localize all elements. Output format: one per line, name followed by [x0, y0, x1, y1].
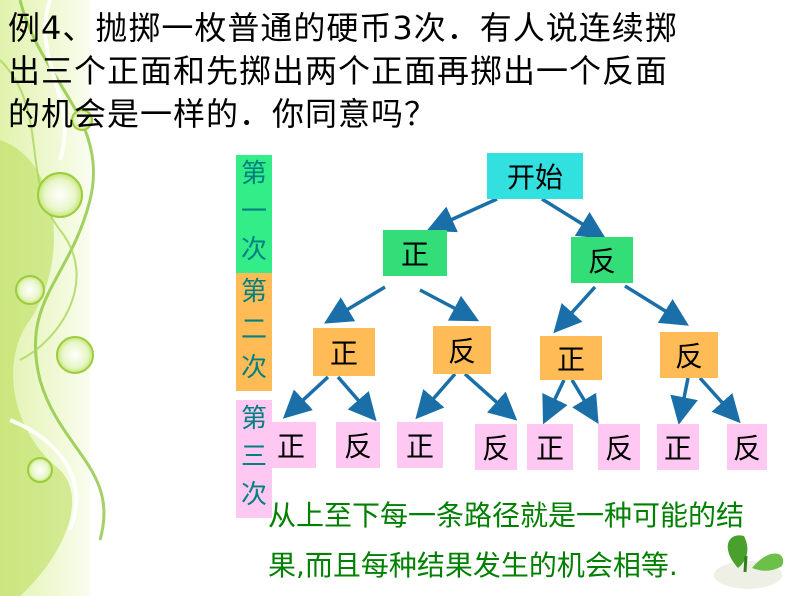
title-line-2: 出三个正面和先掷出两个正面再掷出一个反面: [8, 52, 669, 90]
tree-level2-node: 正: [540, 336, 602, 380]
conclusion-line-1: 从上至下每一条路径就是一种可能的结: [268, 499, 745, 532]
plant-decoration-icon: [714, 535, 784, 589]
level-label-second: 第 二 次: [236, 273, 272, 391]
level-label-char: 次: [240, 480, 267, 510]
tree-level1-tails: 反: [571, 237, 633, 283]
level-label-char: 第: [240, 159, 267, 189]
tree-level2-node: 反: [433, 326, 491, 374]
conclusion-line-2: 果,而且每种结果发生的机会相等.: [268, 549, 678, 582]
tree-level3-node: 正: [266, 422, 316, 468]
tree-level3-node: 反: [727, 424, 767, 470]
level-label-char: 第: [240, 277, 267, 307]
level-label-first: 第 一 次: [236, 155, 272, 273]
tree-level3-node: 正: [527, 424, 573, 470]
tree-level1-heads: 正: [383, 230, 447, 276]
tree-level3-node: 反: [598, 424, 640, 470]
level-label-char: 二: [240, 315, 267, 345]
tree-level3-node: 正: [397, 422, 443, 468]
title-line-1: 例4、抛掷一枚普通的硬币3次．有人说连续掷: [8, 9, 678, 47]
title-line-3: 的机会是一样的．你同意吗？: [8, 95, 438, 133]
tree-level2-node: 反: [660, 332, 718, 378]
tree-root-node: 开始: [487, 153, 583, 199]
level-label-char: 一: [240, 197, 267, 227]
tree-level3-node: 正: [657, 424, 699, 470]
tree-level3-node: 反: [336, 422, 380, 468]
level-label-char: 次: [240, 235, 267, 265]
level-label-char: 第: [240, 404, 267, 434]
level-label-char: 次: [240, 353, 267, 383]
level-label-char: 三: [240, 442, 267, 472]
tree-level2-node: 正: [313, 328, 375, 376]
tree-level3-node: 反: [475, 424, 517, 470]
